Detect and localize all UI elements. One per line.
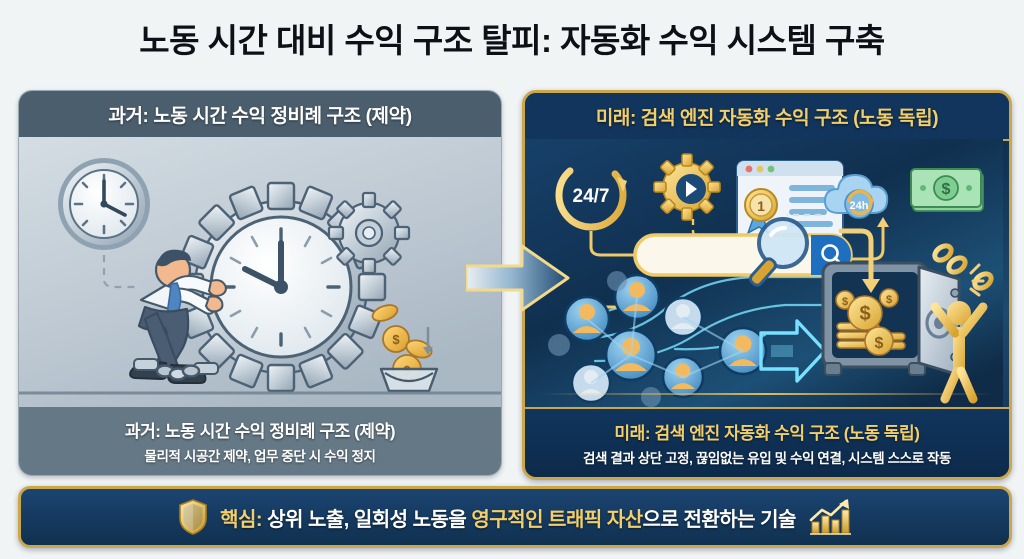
banner-message: 핵심: 상위 노출, 일회성 노동을 영구적인 트래픽 자산으로 전환하는 기술 <box>220 503 796 532</box>
future-panel-caption: 미래: 검색 엔진 자동화 수익 구조 (노동 독립) 검색 결과 상단 고정,… <box>525 407 1009 477</box>
future-panel-header: 미래: 검색 엔진 자동화 수익 구조 (노동 독립) <box>525 93 1009 141</box>
shield-icon <box>179 499 207 535</box>
broken-chain-icon <box>932 243 994 297</box>
wall-clock-icon <box>58 158 150 250</box>
chain-shackle-icon <box>133 358 219 381</box>
svg-text:$: $ <box>842 296 848 308</box>
banner-part4: 으로 전환하는 기술 <box>642 508 797 531</box>
transition-arrow <box>464 240 570 316</box>
banner-part3: 영구적인 트래픽 자산 <box>471 508 643 531</box>
future-illustration: 24/7 <box>525 139 1009 409</box>
future-panel: 미래: 검색 엔진 자동화 수익 구조 (노동 독립) <box>522 90 1012 480</box>
gold-coins-icon: $ $ $ $ <box>835 288 906 356</box>
svg-text:$: $ <box>942 181 951 198</box>
browser-window-icon: 1 <box>736 160 844 242</box>
page-title: 노동 시간 대비 수익 구조 탈피: 자동화 수익 시스템 구축 <box>139 22 885 59</box>
user-network-icon <box>548 271 768 407</box>
gear-clock-icon <box>175 181 387 393</box>
transition-arrow-svg <box>464 244 570 312</box>
svg-text:$: $ <box>875 335 884 352</box>
flow-arrow-icon <box>759 319 827 383</box>
past-caption-title: 과거: 노동 시간 수익 정비례 구조 (제약) <box>124 422 396 441</box>
svg-text:$: $ <box>859 303 870 325</box>
future-caption-title: 미래: 검색 엔진 자동화 수익 구조 (노동 독립) <box>614 424 920 443</box>
always-on-loop-icon: 24/7 <box>555 159 627 231</box>
future-caption-sub: 검색 결과 상단 고정, 끊임없는 유입 및 수익 연결, 시스템 스스로 작동 <box>582 451 952 466</box>
bucket-icon <box>379 367 439 393</box>
dollar-bill-icon: $ <box>910 168 984 212</box>
past-illustration-svg: $ $ <box>19 137 501 407</box>
banner-part1: 핵심: <box>220 508 263 531</box>
safe-vault-icon: $ $ $ $ <box>821 261 968 377</box>
past-caption-sub: 물리적 시공간 제약, 업무 중단 시 수익 정지 <box>144 449 376 464</box>
past-panel: 과거: 노동 시간 수익 정비례 구조 (제약) <box>18 90 502 476</box>
cloud-24h-icon: 24h <box>823 173 889 219</box>
rank-one-label: 1 <box>757 198 765 214</box>
future-ground-line <box>539 393 995 395</box>
key-message-banner: 핵심: 상위 노출, 일회성 노동을 영구적인 트래픽 자산으로 전환하는 기술 <box>18 486 1012 548</box>
small-gear-icon <box>327 191 411 275</box>
banner-part2: 상위 노출, 일회성 노동을 <box>267 508 467 531</box>
future-illustration-svg: 24/7 <box>525 139 1003 409</box>
always-on-label: 24/7 <box>573 186 610 207</box>
past-panel-caption: 과거: 노동 시간 수익 정비례 구조 (제약) 물리적 시공간 제약, 업무 … <box>19 407 501 475</box>
svg-text:$: $ <box>886 294 892 306</box>
growth-chart-icon <box>809 499 851 535</box>
past-panel-header: 과거: 노동 시간 수익 정비례 구조 (제약) <box>19 91 501 137</box>
svg-text:$: $ <box>392 332 400 347</box>
automation-gear-play-icon <box>653 153 721 221</box>
past-illustration: $ $ <box>19 137 501 407</box>
cloud-24h-label: 24h <box>850 200 869 212</box>
rank-one-ribbon-icon: 1 <box>744 188 778 235</box>
magnifier-icon <box>749 217 809 287</box>
